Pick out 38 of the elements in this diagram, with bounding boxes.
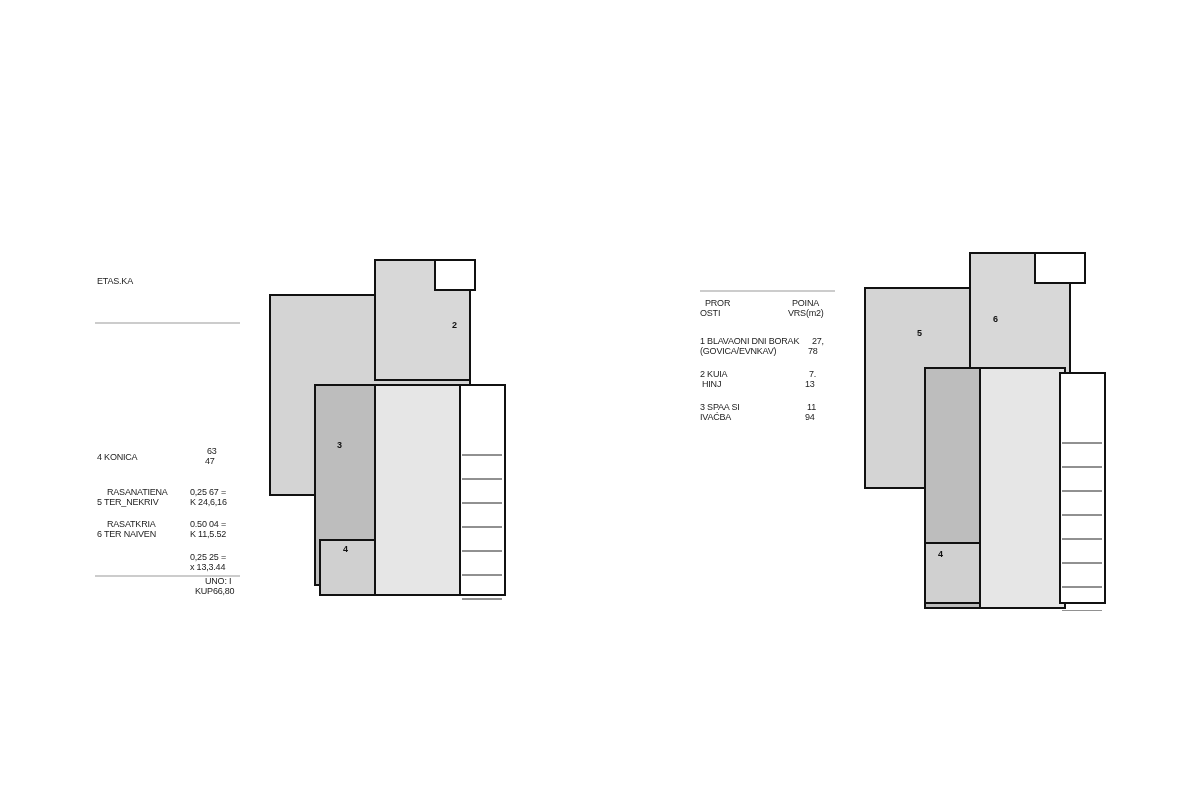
- table-text: 0,25 25 =: [190, 552, 226, 562]
- table-text: RASANATIENA: [107, 487, 168, 497]
- table-text: 11: [807, 402, 816, 412]
- table-text: 47: [205, 456, 215, 466]
- table-text: 6 TER NAIVEN: [97, 529, 156, 539]
- table-text: K 11,5.52: [190, 529, 227, 539]
- table-text: 7.: [809, 369, 817, 379]
- table-text: 78: [808, 346, 818, 356]
- room-number: 6: [993, 315, 998, 324]
- table-text: 1 BLAVAONI DNI BORAK: [700, 336, 800, 346]
- table-text: 2 KUIA: [700, 369, 728, 379]
- table-text: 4 KONICA: [97, 452, 138, 462]
- table-text: 3 SPAA SI: [700, 402, 740, 412]
- room-number: 4: [938, 550, 943, 559]
- room-number: 2: [452, 321, 457, 330]
- table-text: 5 TER_NEKRIV: [97, 497, 159, 507]
- table-text: 13: [805, 379, 815, 389]
- table-text: KUP66,80: [195, 586, 235, 596]
- table-text: UNO: I: [205, 576, 232, 586]
- room-number: 4: [343, 545, 348, 554]
- table-text: 0,25 67 =: [190, 487, 226, 497]
- table-text: HINJ: [702, 379, 722, 389]
- table-text: ETAS.KA: [97, 276, 133, 286]
- table-text: x 13,3.44: [190, 562, 226, 572]
- table-text: OSTI: [700, 308, 721, 318]
- table-text: PROR: [705, 298, 731, 308]
- table-text: K 24,6,16: [190, 497, 227, 507]
- table-text: 63: [207, 446, 217, 456]
- table-text: POINA: [792, 298, 819, 308]
- room-number: 5: [917, 329, 922, 338]
- table-text: RASATKRIA: [107, 519, 156, 529]
- table-text: (GOVICA/EVNKAV): [700, 346, 777, 356]
- table-text: 27,: [812, 336, 824, 346]
- table-text: 0.50 04 =: [190, 519, 226, 529]
- room-number: 3: [337, 441, 342, 450]
- table-text: IVAĆBA: [700, 412, 732, 422]
- table-text: VRS(m2): [788, 308, 824, 318]
- table-text: 94: [805, 412, 815, 422]
